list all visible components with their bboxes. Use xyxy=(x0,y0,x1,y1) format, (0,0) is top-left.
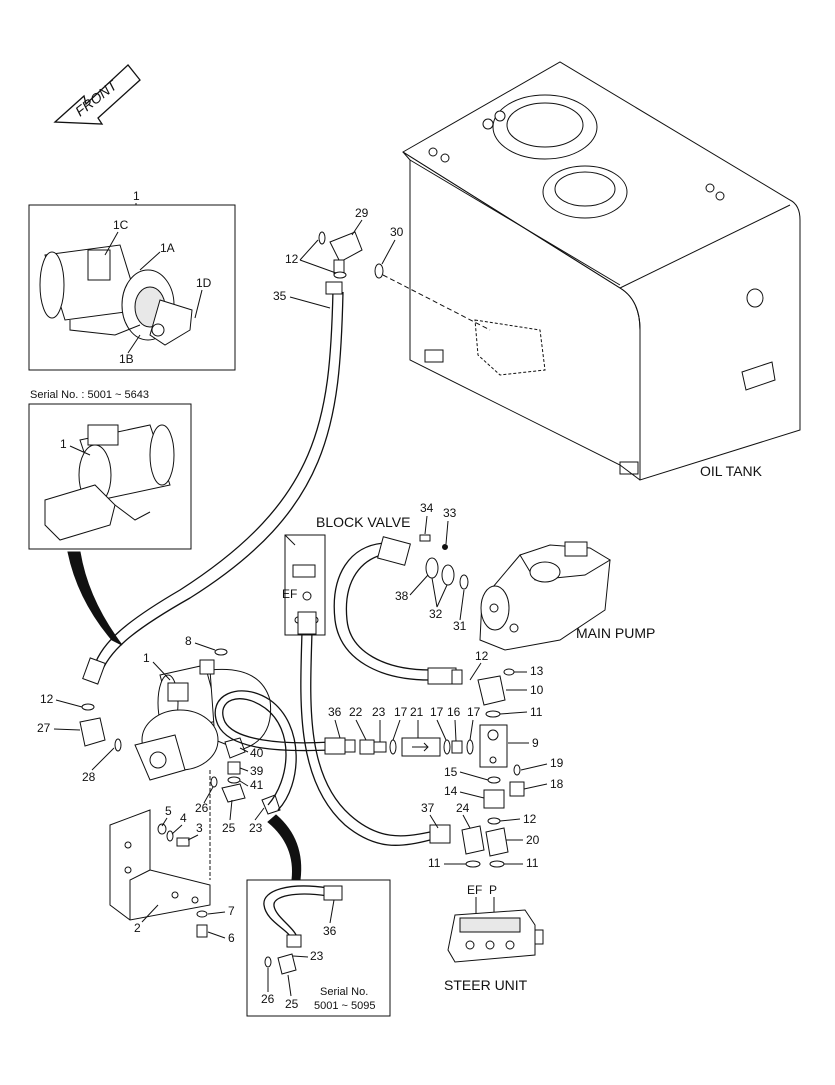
callout-31: 31 xyxy=(453,619,467,633)
callout-9: 9 xyxy=(532,736,539,750)
callout-5: 5 xyxy=(165,804,172,818)
callout-23b: 23 xyxy=(372,705,386,719)
callout-17b: 17 xyxy=(430,705,444,719)
callout-14: 14 xyxy=(444,784,458,798)
callout-12c: 12 xyxy=(475,649,489,663)
callout-33: 33 xyxy=(443,506,457,520)
callout-23: 23 xyxy=(249,821,263,835)
serial-a-label-1: 1 xyxy=(60,437,67,451)
callout-25: 25 xyxy=(222,821,236,835)
callout-30: 30 xyxy=(390,225,404,239)
callout-21: 21 xyxy=(410,705,424,719)
callout-40: 40 xyxy=(250,746,264,760)
inline-parts xyxy=(359,737,474,757)
steer-fittings xyxy=(461,817,509,868)
oil-tank-label: OIL TANK xyxy=(700,463,763,479)
serial-b-label-25: 25 xyxy=(285,997,299,1011)
electric-pump-assembly xyxy=(134,648,272,781)
pump-motor-drawing xyxy=(39,244,193,346)
serial-b-pointer xyxy=(267,814,302,881)
callout-1: 1 xyxy=(143,651,150,665)
callout-28: 28 xyxy=(82,770,96,784)
callout-27: 27 xyxy=(37,721,51,735)
serial-b-label-23: 23 xyxy=(310,949,324,963)
elbow-27 xyxy=(79,703,122,752)
steer-port-p: P xyxy=(489,883,497,897)
label-1c: 1C xyxy=(113,218,129,232)
front-arrow-label: FRONT xyxy=(72,76,121,119)
callout-6: 6 xyxy=(228,931,235,945)
oil-tank-drawing xyxy=(402,61,801,481)
callout-7: 7 xyxy=(228,904,235,918)
main-pump-label: MAIN PUMP xyxy=(576,625,655,641)
serial-a-motor-drawing xyxy=(44,424,175,541)
callout-22: 22 xyxy=(349,705,363,719)
callout-16: 16 xyxy=(447,705,461,719)
callout-36: 36 xyxy=(328,705,342,719)
serial-b-label-26: 26 xyxy=(261,992,275,1006)
callout-11a: 11 xyxy=(530,705,543,719)
serial-a-pointer xyxy=(67,551,123,646)
callout-18: 18 xyxy=(550,777,564,791)
callout-17c: 17 xyxy=(467,705,481,719)
callout-12d: 12 xyxy=(523,812,537,826)
callout-24: 24 xyxy=(456,801,470,815)
serial-box-a-caption: Serial No. : 5001 ~ 5643 xyxy=(30,389,149,401)
fittings-23-26 xyxy=(210,776,281,815)
callout-8: 8 xyxy=(185,634,192,648)
callout-2: 2 xyxy=(134,921,141,935)
steer-unit-drawing xyxy=(447,909,544,963)
serial-box-b xyxy=(246,879,391,1017)
label-1b: 1B xyxy=(119,352,134,366)
callout-39: 39 xyxy=(250,764,264,778)
block-valve-port-label: EF xyxy=(282,587,297,601)
hose-36 xyxy=(214,690,356,811)
pump-unit-box: 1 1C 1A 1D 1B xyxy=(28,189,236,371)
hose-38 xyxy=(333,536,463,685)
callout-11c: 11 xyxy=(526,856,539,870)
callout-34: 34 xyxy=(420,501,434,515)
callout-35: 35 xyxy=(273,289,287,303)
callout-26: 26 xyxy=(195,801,209,815)
serial-b-caption-line1: Serial No. xyxy=(320,986,368,998)
steer-unit-label: STEER UNIT xyxy=(444,977,528,993)
fitting-29 xyxy=(318,231,384,279)
callout-32: 32 xyxy=(429,607,443,621)
flange-parts xyxy=(419,534,469,590)
callout-29: 29 xyxy=(355,206,369,220)
steer-port-ef: EF xyxy=(467,883,482,897)
callout-12b: 12 xyxy=(40,692,54,706)
callout-20: 20 xyxy=(526,833,540,847)
callout-17a: 17 xyxy=(394,705,408,719)
callout-11b: 11 xyxy=(428,856,441,870)
hose-35 xyxy=(82,281,344,685)
front-arrow: FRONT xyxy=(53,64,141,125)
hose-37 xyxy=(297,611,451,847)
callout-38: 38 xyxy=(395,589,409,603)
label-1d: 1D xyxy=(196,276,212,290)
callout-12a: 12 xyxy=(285,252,299,266)
serial-b-label-36: 36 xyxy=(323,924,337,938)
callout-19: 19 xyxy=(550,756,564,770)
callout-41: 41 xyxy=(250,778,264,792)
bracket-2 xyxy=(109,809,211,938)
fittings-39-41 xyxy=(224,737,246,784)
serial-b-caption-line2: 5001 ~ 5095 xyxy=(314,1000,375,1012)
callout-13: 13 xyxy=(530,664,544,678)
callout-37: 37 xyxy=(421,801,435,815)
serial-box-a: Serial No. : 5001 ~ 5643 1 xyxy=(28,389,192,646)
pump-unit-box-title: 1 xyxy=(133,189,140,203)
callout-4: 4 xyxy=(180,811,187,825)
valve-9-assembly xyxy=(477,668,525,809)
label-1a: 1A xyxy=(160,241,175,255)
main-pump-drawing xyxy=(479,541,611,651)
block-valve-label: BLOCK VALVE xyxy=(316,514,410,530)
callout-10: 10 xyxy=(530,683,544,697)
callout-15: 15 xyxy=(444,765,458,779)
callout-3: 3 xyxy=(196,821,203,835)
